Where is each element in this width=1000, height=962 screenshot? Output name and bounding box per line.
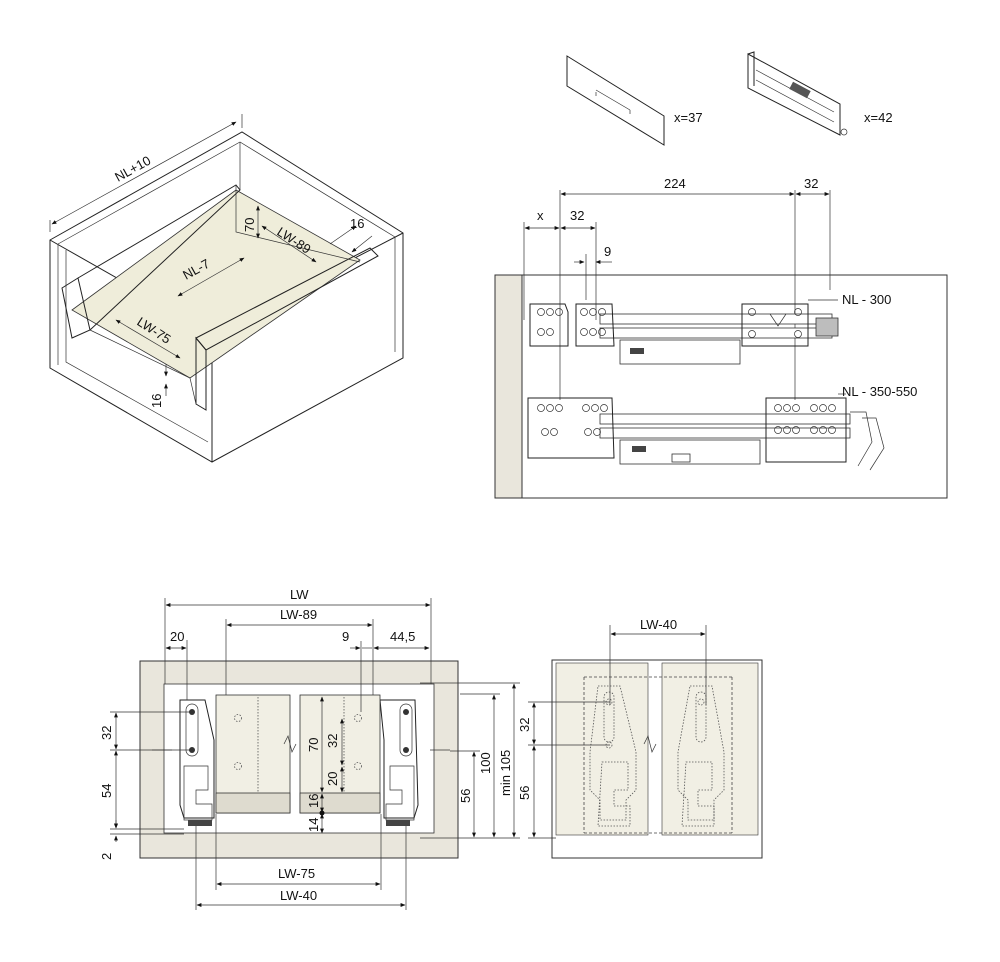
dim-32-left-front: 32 [99, 726, 114, 740]
iso-dim-16-bottom: 16 [149, 394, 164, 408]
lw-minus-89-dim: LW-89 [280, 607, 317, 622]
dim-min-105: min 105 [498, 750, 513, 796]
runner-nl-350-550: NL - 350-550 [527, 384, 917, 471]
runner-nl-300: NL - 300 [529, 292, 891, 365]
dim-32-center: 32 [325, 734, 340, 748]
iso-cabinet-view: NL+10 NL-7 LW-89 LW-75 70 16 16 [49, 114, 404, 463]
lw-minus-75-dim: LW-75 [278, 866, 315, 881]
dim-32-left: 32 [570, 208, 584, 223]
dim-9-front: 9 [342, 629, 349, 644]
lw-dim: LW [290, 587, 309, 602]
dim-70-front: 70 [306, 738, 321, 752]
dim-20-top: 20 [170, 629, 184, 644]
lw-minus-40-dim: LW-40 [280, 888, 317, 903]
label-nl-350-550: NL - 350-550 [842, 384, 917, 399]
dim-100: 100 [478, 752, 493, 774]
front-section-view: LW LW-89 20 9 44,5 32 54 2 70 [99, 587, 520, 910]
dim-x: x [537, 208, 544, 223]
iso-nl-plus-10: NL+10 [112, 153, 153, 185]
bracket-view: LW-40 32 56 [517, 617, 763, 859]
dim-16-front: 16 [306, 794, 321, 808]
iso-dim-16-top: 16 [350, 216, 364, 231]
dim-54: 54 [99, 784, 114, 798]
dim-56-front: 56 [458, 789, 473, 803]
bracket-lw-minus-40: LW-40 [640, 617, 677, 632]
inner-front-icon: x=42 [747, 51, 893, 136]
dim-44-5: 44,5 [390, 629, 415, 644]
front-x-label: x=37 [674, 110, 703, 125]
bracket-dim-56: 56 [517, 786, 532, 800]
iso-dim-70: 70 [242, 218, 257, 232]
dim-32-right: 32 [804, 176, 818, 191]
label-nl-300: NL - 300 [842, 292, 891, 307]
dim-224: 224 [664, 176, 686, 191]
dim-14: 14 [306, 818, 321, 832]
front-panel-icon: x=37 [566, 55, 703, 146]
bracket-dim-32: 32 [517, 718, 532, 732]
dim-20-center: 20 [325, 772, 340, 786]
dim-9: 9 [604, 244, 611, 259]
side-view-panel: 224 32 x 32 9 NL - 300 [494, 176, 948, 499]
dim-2: 2 [99, 853, 114, 860]
inner-x-label: x=42 [864, 110, 893, 125]
